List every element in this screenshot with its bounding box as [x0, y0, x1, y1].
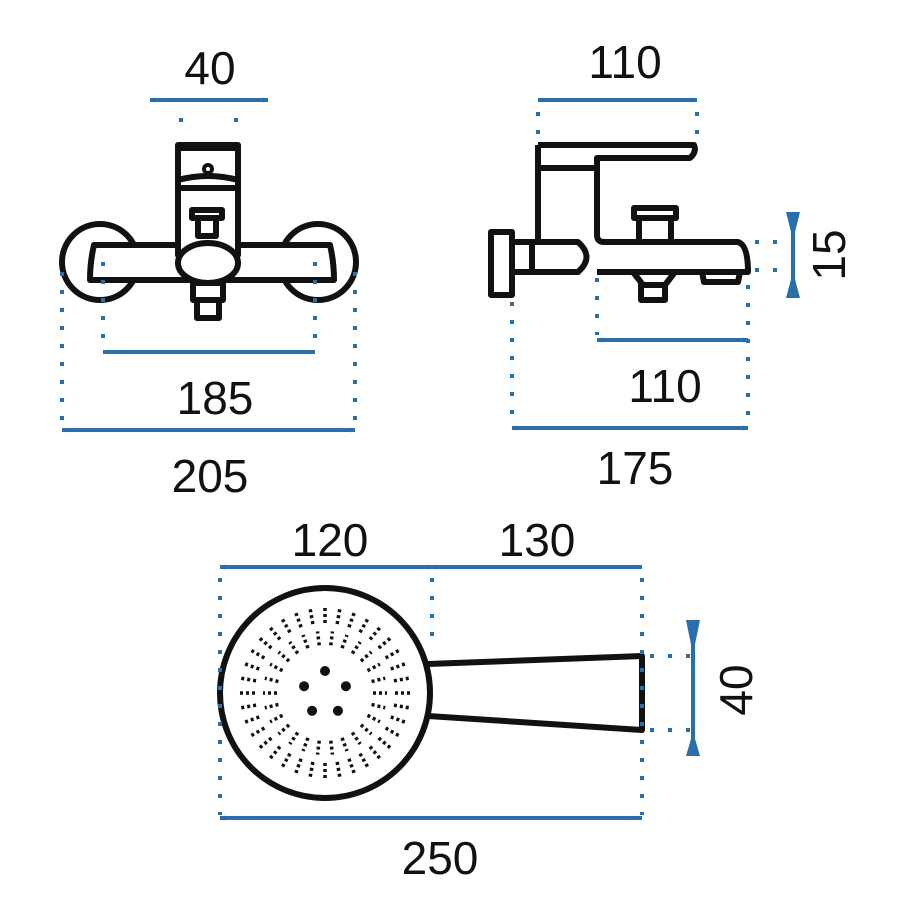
shower-head-view: 120 130 40 250	[217, 514, 762, 884]
nozzle-dash	[256, 635, 273, 650]
label-handle-width: 40	[710, 664, 762, 715]
nozzle-dash	[329, 740, 335, 755]
nozzle-dot	[340, 681, 351, 692]
nozzle-dash	[288, 731, 300, 746]
nozzle-dash	[241, 661, 260, 671]
nozzle-dash	[390, 661, 409, 671]
nozzle-dash	[377, 736, 394, 751]
label-front-inner-width: 185	[177, 372, 254, 424]
nozzle-dot	[332, 705, 343, 716]
nozzle-dash	[393, 703, 412, 711]
nozzle-dash	[366, 713, 381, 724]
nozzle-dash	[238, 703, 257, 711]
nozzle-dash	[371, 676, 386, 684]
nozzle-dash	[256, 736, 273, 751]
nozzle-dash	[377, 635, 394, 650]
nozzle-dot	[299, 681, 310, 692]
faucet-front-drawing	[59, 142, 359, 321]
nozzle-dash	[368, 745, 383, 762]
label-head-diameter: 120	[292, 514, 369, 566]
nozzle-dash	[267, 745, 282, 762]
nozzle-dash	[350, 640, 362, 655]
nozzle-dash	[347, 609, 357, 628]
nozzle-dash	[293, 609, 303, 628]
nozzle-dot	[320, 666, 330, 676]
nozzle-dash	[267, 624, 282, 641]
nozzle-dash	[347, 758, 357, 777]
faucet-side-drawing	[488, 142, 751, 303]
nozzle-dash	[350, 731, 362, 746]
nozzle-dash	[335, 761, 343, 780]
nozzle-dash	[340, 634, 349, 649]
nozzle-dash	[335, 606, 343, 625]
nozzle-dash	[371, 702, 386, 710]
nozzle-dash	[269, 662, 284, 673]
nozzle-dash	[301, 737, 310, 752]
nozzle-dash	[241, 715, 260, 725]
nozzle-dash	[315, 631, 321, 646]
nozzle-dash	[279, 615, 292, 634]
nozzle-dash	[269, 713, 284, 724]
nozzle-dash	[358, 615, 371, 634]
front-view: 40 185 205	[59, 42, 359, 502]
nozzle-dash	[301, 634, 310, 649]
nozzle-dash	[264, 702, 279, 710]
nozzle-dash	[238, 675, 257, 683]
nozzle-dash	[279, 752, 292, 771]
label-front-top-width: 40	[184, 42, 235, 94]
label-side-spout-height: 15	[803, 229, 855, 280]
side-view: 110 15 110 175	[488, 36, 855, 494]
nozzle-dash	[277, 723, 291, 736]
nozzle-dash	[366, 662, 381, 673]
nozzle-dash	[307, 606, 315, 625]
nozzle-dash	[384, 647, 403, 660]
label-side-spout-length: 110	[628, 360, 701, 412]
nozzle-dash	[307, 761, 315, 780]
nozzle-dash	[329, 631, 335, 646]
nozzle-dash	[390, 715, 409, 725]
nozzle-dash	[384, 726, 403, 739]
nozzle-dash	[293, 758, 303, 777]
nozzle-dash	[264, 676, 279, 684]
label-handle-length: 130	[499, 514, 576, 566]
shower-head-drawing	[217, 585, 645, 801]
nozzle-dash	[340, 737, 349, 752]
nozzle-dash	[315, 740, 321, 755]
nozzle-dash	[393, 675, 412, 683]
nozzle-dash	[368, 624, 383, 641]
nozzle-dash	[277, 650, 291, 663]
nozzle-dash	[247, 726, 266, 739]
label-front-outer-width: 205	[172, 450, 249, 502]
nozzle-dash	[288, 640, 300, 655]
label-total-length: 250	[402, 832, 479, 884]
shower-nozzles	[237, 605, 413, 781]
nozzle-dot	[307, 705, 318, 716]
nozzle-dash	[359, 650, 373, 663]
label-side-handle-length: 110	[588, 36, 661, 88]
nozzle-dash	[358, 752, 371, 771]
nozzle-dash	[359, 723, 373, 736]
nozzle-dash	[247, 647, 266, 660]
label-side-total-depth: 175	[597, 442, 674, 494]
